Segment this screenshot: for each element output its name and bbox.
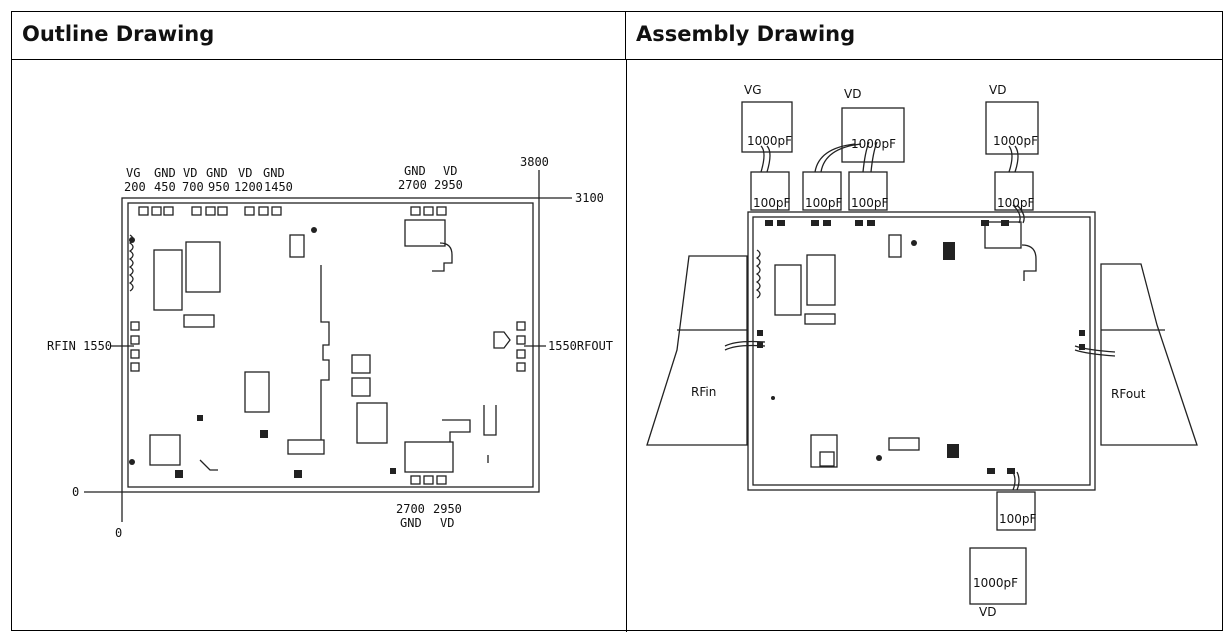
assembly-drawing-header: Assembly Drawing xyxy=(626,12,1222,60)
cap-100pf-2 xyxy=(802,171,842,211)
dim-width-label: 3800 xyxy=(520,155,549,169)
top-right-pad-label-gnd: GND xyxy=(404,164,426,178)
assembly-label-vd-2: VD xyxy=(989,83,1006,97)
pad-num-1450: 1450 xyxy=(264,180,293,194)
chip-outline-inner xyxy=(127,202,534,488)
top-right-pad-num-2700: 2700 xyxy=(398,178,427,192)
assembly-label-rfin: RFin xyxy=(691,385,716,399)
assembly-label-vd-1: VD xyxy=(844,87,861,101)
cap-100pf-label-4: 100pF xyxy=(997,196,1035,210)
cap-1000pf-label-3: 1000pF xyxy=(993,134,1038,148)
dim-height-label: 3100 xyxy=(575,191,604,205)
pad-label-vg: VG xyxy=(126,166,140,180)
pad-label-gnd-3: GND xyxy=(263,166,285,180)
cap-100pf-label-3: 100pF xyxy=(851,196,889,210)
origin-x-label: 0 xyxy=(115,526,122,540)
assembly-chip-outer xyxy=(747,211,1096,491)
top-right-pad-label-vd: VD xyxy=(443,164,457,178)
bottom-pad-num-2700: 2700 xyxy=(396,502,425,516)
outline-drawing: VG GND VD GND VD GND 200 450 700 950 120… xyxy=(47,155,613,540)
chip-outline-outer xyxy=(121,197,540,493)
cap-100pf-label-1: 100pF xyxy=(753,196,791,210)
pad-label-vd-2: VD xyxy=(238,166,252,180)
cap-1000pf-vd1 xyxy=(841,107,905,163)
pad-num-1200: 1200 xyxy=(234,180,263,194)
cap-1000pf-label-2: 1000pF xyxy=(851,137,896,151)
assembly-label-vg: VG xyxy=(744,83,762,97)
origin-y-label: 0 xyxy=(72,485,79,499)
pad-label-gnd-1: GND xyxy=(154,166,176,180)
assembly-drawing: VG VD VD 1000pF 1000pF 1000pF 100pF 100p… xyxy=(646,83,1198,619)
bottom-pad-label-vd: VD xyxy=(440,516,454,530)
assembly-chip-inner xyxy=(752,216,1091,486)
cap-1000pf-label-bottom: 1000pF xyxy=(973,576,1018,590)
pad-label-gnd-2: GND xyxy=(206,166,228,180)
bottom-pad-num-2950: 2950 xyxy=(433,502,462,516)
cap-100pf-4 xyxy=(994,171,1034,211)
rfout-connector xyxy=(1100,263,1198,446)
pad-num-200: 200 xyxy=(124,180,146,194)
assembly-label-vd-bottom: VD xyxy=(979,605,996,619)
pad-num-450: 450 xyxy=(154,180,176,194)
pad-label-vd-1: VD xyxy=(183,166,197,180)
pad-num-700: 700 xyxy=(182,180,204,194)
cap-100pf-bottom xyxy=(996,491,1036,531)
column-divider xyxy=(626,60,627,632)
cap-100pf-1 xyxy=(750,171,790,211)
assembly-label-rfout: RFout xyxy=(1111,387,1146,401)
bottom-pad-label-gnd: GND xyxy=(400,516,422,530)
rfin-label: RFIN 1550 xyxy=(47,339,112,353)
top-right-pad-num-2950: 2950 xyxy=(434,178,463,192)
rfout-label: 1550RFOUT xyxy=(548,339,613,353)
drawing-table: Outline Drawing Assembly Drawing xyxy=(11,11,1223,632)
pad-num-950: 950 xyxy=(208,180,230,194)
cap-100pf-label-2: 100pF xyxy=(805,196,843,210)
cap-1000pf-bottom xyxy=(969,547,1027,605)
outline-top-pad-labels: VG GND VD GND VD GND 200 450 700 950 120… xyxy=(47,155,613,540)
cap-1000pf-vg xyxy=(741,101,793,153)
rfin-connector xyxy=(646,255,748,446)
cap-100pf-3 xyxy=(848,171,888,211)
cap-1000pf-label-1: 1000pF xyxy=(747,134,792,148)
cap-100pf-label-bottom: 100pF xyxy=(999,512,1037,526)
outline-drawing-header: Outline Drawing xyxy=(12,12,626,60)
